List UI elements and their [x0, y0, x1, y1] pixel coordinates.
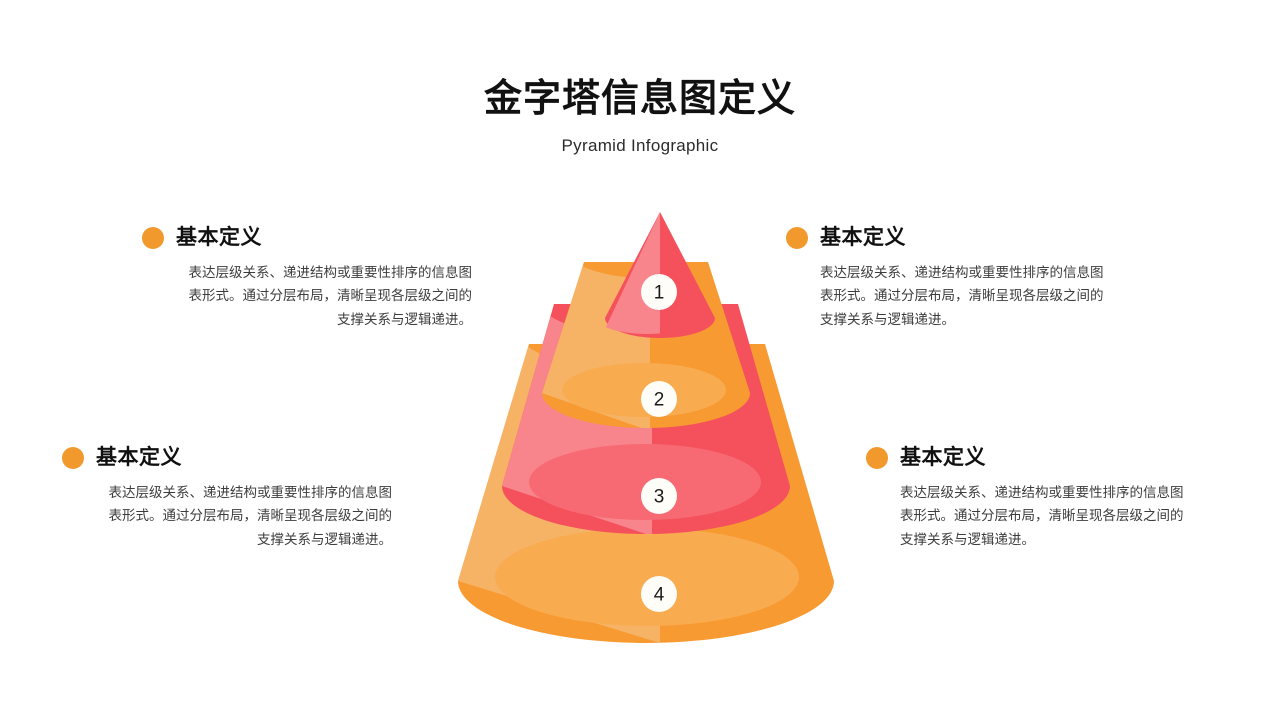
level-4-top-rim: [495, 528, 799, 626]
bullet-dot-icon: [866, 446, 888, 469]
pyramid-svg: 4 3 2: [458, 212, 834, 643]
level-1-highlight: [597, 212, 660, 334]
info-block-top-right[interactable]: 基本定义 表达层级关系、递进结构或重要性排序的信息图表形式。通过分层布局，清晰呈…: [786, 226, 1116, 331]
level-3-badge: [641, 478, 677, 514]
bullet-dot-icon: [786, 226, 808, 249]
level-3-top-rim: [529, 444, 761, 520]
info-block-body: 表达层级关系、递进结构或重要性排序的信息图表形式。通过分层布局，清晰呈现各层级之…: [188, 265, 473, 327]
bullet-dot-icon: [142, 226, 164, 249]
info-block-body: 表达层级关系、递进结构或重要性排序的信息图表形式。通过分层布局，清晰呈现各层级之…: [108, 485, 393, 547]
info-block-heading: 基本定义: [142, 226, 472, 249]
info-block-body: 表达层级关系、递进结构或重要性排序的信息图表形式。通过分层布局，清晰呈现各层级之…: [820, 265, 1104, 327]
info-block-heading: 基本定义: [62, 446, 392, 469]
info-block-body: 表达层级关系、递进结构或重要性排序的信息图表形式。通过分层布局，清晰呈现各层级之…: [900, 485, 1184, 547]
level-2-number: 2: [654, 390, 665, 411]
level-2-badge: [641, 381, 677, 417]
info-block-title: 基本定义: [820, 226, 906, 249]
info-block-top-left[interactable]: 基本定义 表达层级关系、递进结构或重要性排序的信息图表形式。通过分层布局，清晰呈…: [142, 226, 472, 331]
info-block-bottom-right[interactable]: 基本定义 表达层级关系、递进结构或重要性排序的信息图表形式。通过分层布局，清晰呈…: [866, 446, 1196, 551]
level-4-badge: [641, 576, 677, 612]
level-1-badge: [641, 274, 677, 310]
slide-header: 金字塔信息图定义 Pyramid Infographic: [0, 78, 1280, 156]
level-1-number: 1: [654, 283, 665, 304]
info-block-heading: 基本定义: [786, 226, 1116, 249]
pyramid-cone-chart: 4 3 2: [432, 196, 892, 666]
level-4-number: 4: [654, 585, 665, 606]
info-block-title: 基本定义: [176, 226, 262, 249]
page-subtitle: Pyramid Infographic: [561, 135, 719, 155]
pyramid-level-1[interactable]: 1: [597, 212, 715, 346]
info-block-title: 基本定义: [96, 446, 182, 469]
info-block-title: 基本定义: [900, 446, 986, 469]
info-block-bottom-left[interactable]: 基本定义 表达层级关系、递进结构或重要性排序的信息图表形式。通过分层布局，清晰呈…: [62, 446, 392, 551]
bullet-dot-icon: [62, 446, 84, 469]
page-title: 金字塔信息图定义: [483, 78, 796, 120]
level-3-number: 3: [654, 487, 665, 508]
info-block-heading: 基本定义: [866, 446, 1196, 469]
